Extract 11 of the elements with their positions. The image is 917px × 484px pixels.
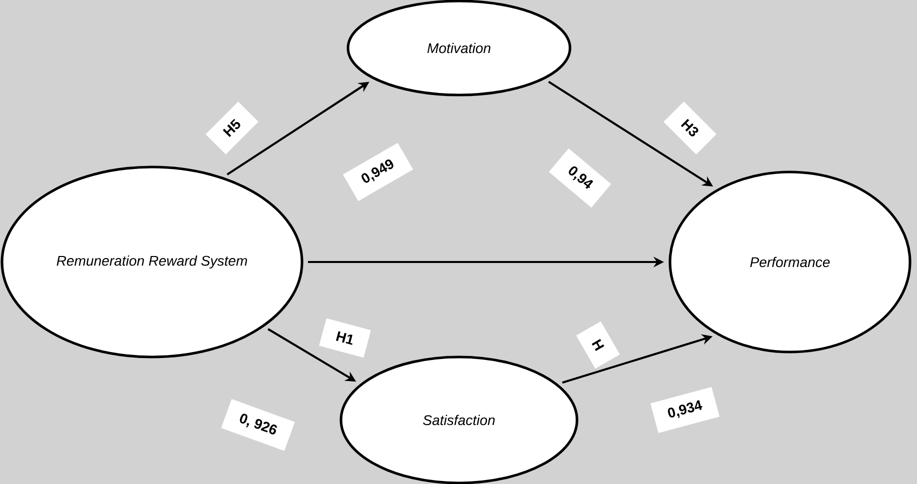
edge-label: H5 xyxy=(206,102,258,154)
coefficient-label: 0, 926 xyxy=(221,399,295,451)
ellipse-node: Remuneration Reward System xyxy=(0,166,304,358)
coefficient-label: 0,934 xyxy=(650,386,720,434)
edge-label: H1 xyxy=(319,318,371,358)
ellipse-node: Satisfaction xyxy=(340,356,578,484)
coefficient-label: 0,949 xyxy=(342,142,414,202)
ellipse-node: Performance xyxy=(668,170,912,354)
edge-label: H3 xyxy=(664,102,716,154)
coefficient-label: 0,94 xyxy=(548,148,612,208)
coefficient-label: H xyxy=(576,321,620,369)
